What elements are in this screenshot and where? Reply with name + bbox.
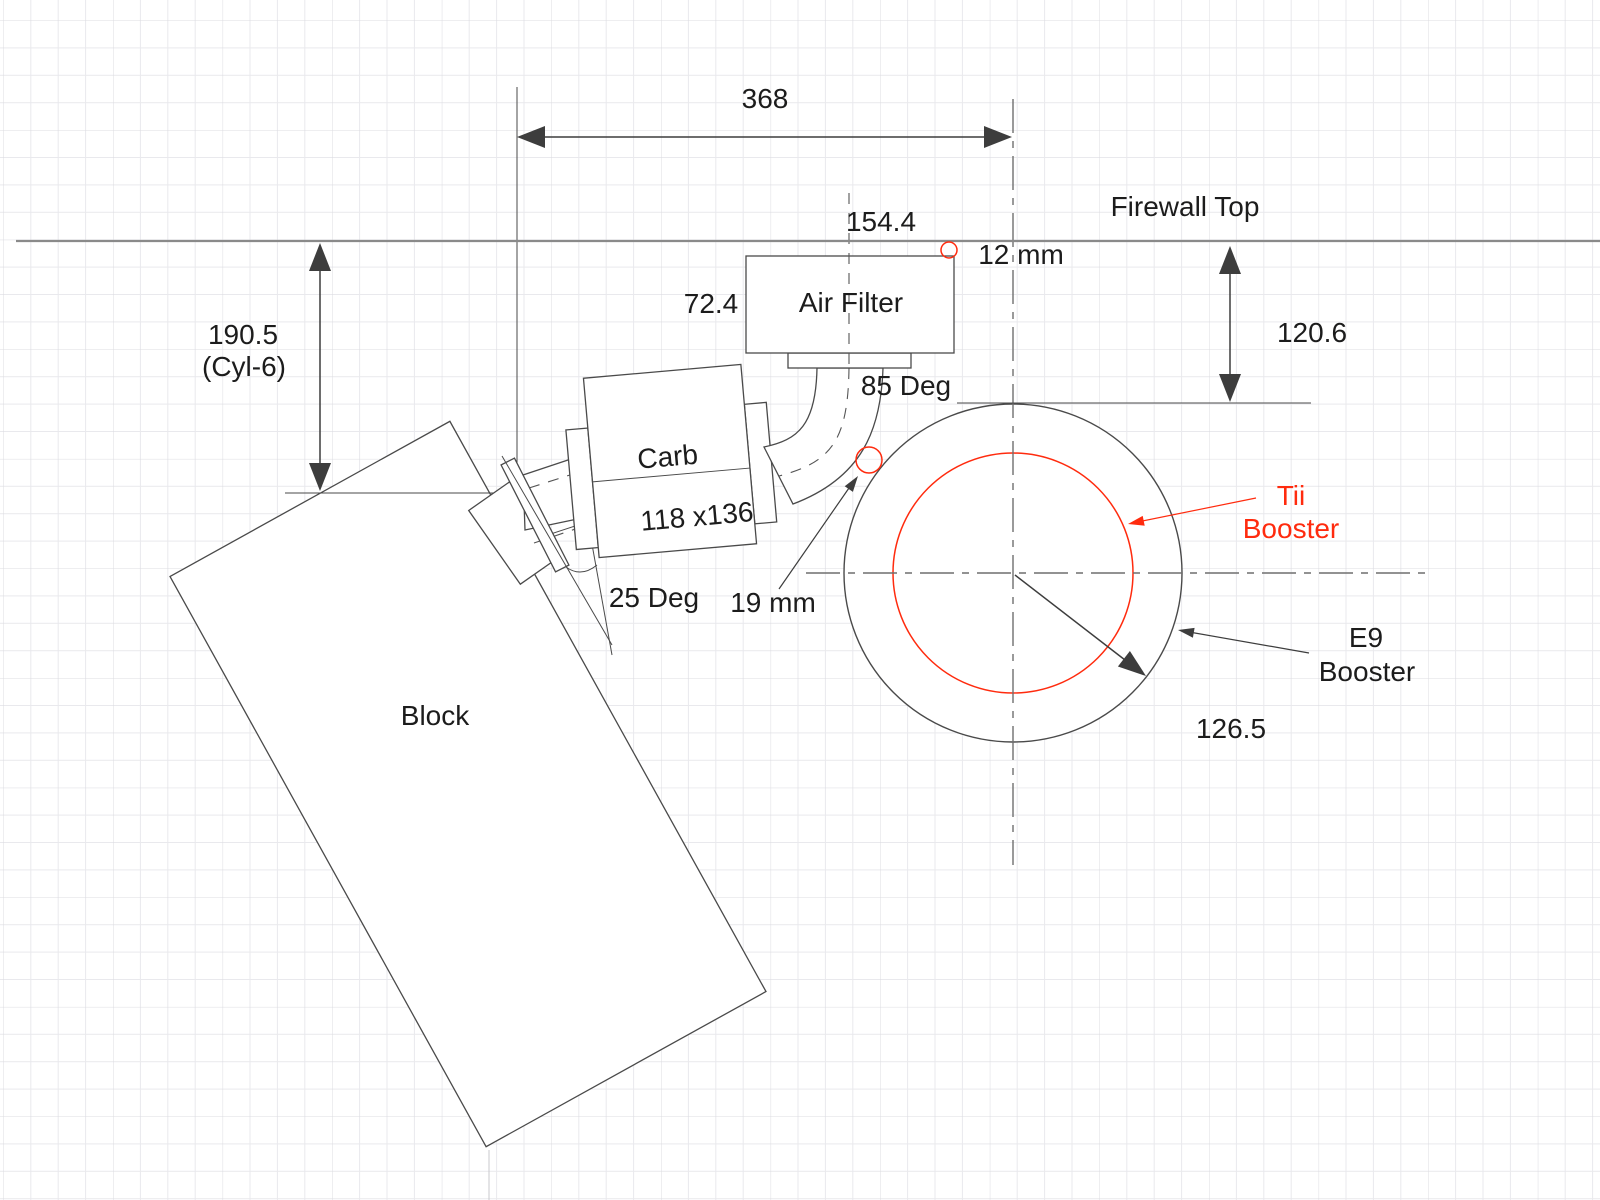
booster-radius-arrowhead	[1117, 651, 1146, 676]
e9-booster-label-line2: Booster	[1319, 656, 1416, 687]
overall-width-label: 368	[742, 83, 789, 114]
tii-booster-arrowhead	[1128, 515, 1145, 526]
tilt-construction-line-1	[501, 455, 613, 646]
e9-booster-leader-line	[1191, 631, 1310, 654]
block-height-note-label: (Cyl-6)	[202, 351, 286, 382]
firewall-top-label: Firewall Top	[1111, 191, 1260, 222]
overall-width-arrow-left	[517, 126, 545, 148]
firewall-to-booster-arrow-top	[1219, 246, 1241, 274]
tilt-angle-arc	[565, 564, 598, 573]
block-label: Block	[401, 700, 470, 731]
linkage-strut-shape	[500, 457, 570, 573]
booster-clearance-circle	[855, 446, 883, 474]
e9-booster-arrowhead	[1178, 627, 1195, 638]
block-height-label: 190.5	[208, 319, 278, 350]
tii-booster-label-line2: Booster	[1243, 513, 1340, 544]
firewall-clearance-circle	[940, 241, 958, 259]
block-height-arrow-top	[309, 243, 331, 271]
booster-clearance-arrowhead	[844, 476, 858, 492]
firewall-to-booster-label: 120.6	[1277, 317, 1347, 348]
carb-label: Carb	[636, 439, 699, 475]
air-filter-height-label: 72.4	[684, 288, 739, 319]
tii-booster-label-line1: Tii	[1277, 480, 1306, 511]
engine-block-shape	[169, 420, 767, 1148]
firewall-clearance-label: 12 mm	[978, 239, 1064, 270]
elbow-duct-shape	[763, 367, 884, 505]
air-filter-shape	[745, 255, 955, 354]
carb-body-shape	[582, 363, 758, 559]
booster-clearance-label: 19 mm	[730, 587, 816, 618]
booster-radius-line	[1014, 574, 1126, 661]
elbow-angle-label: 85 Deg	[861, 370, 951, 401]
carb-divider-line	[592, 467, 750, 483]
firewall-to-booster-arrow-bottom	[1219, 374, 1241, 402]
engine-tilt-label: 25 Deg	[609, 582, 699, 613]
e9-booster-label-line1: E9	[1349, 622, 1383, 653]
tii-booster-leader-line	[1139, 497, 1257, 523]
booster-clearance-leader-line	[778, 487, 850, 590]
overall-width-arrow-right	[984, 126, 1012, 148]
block-height-arrow-bottom	[309, 463, 331, 491]
air-filter-label: Air Filter	[799, 287, 903, 318]
elbow-centerline	[778, 367, 850, 477]
air-filter-position-label: 154.4	[846, 206, 916, 237]
booster-radius-label: 126.5	[1196, 713, 1266, 744]
